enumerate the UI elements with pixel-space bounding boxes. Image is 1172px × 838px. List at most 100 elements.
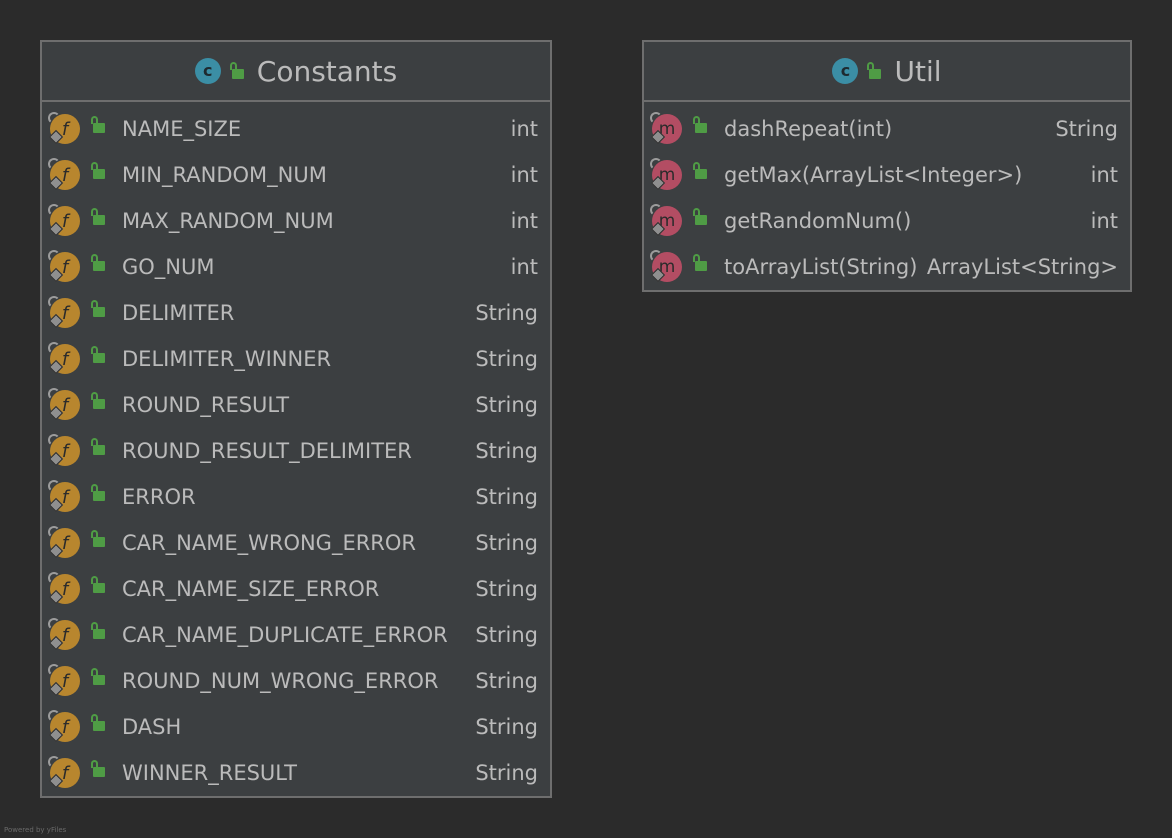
member-type: String (475, 531, 538, 555)
member-type: String (475, 485, 538, 509)
public-lock-icon (90, 300, 106, 318)
public-lock-icon (90, 438, 106, 456)
public-lock-icon (90, 254, 106, 272)
member-name: getRandomNum() (724, 209, 912, 233)
member-name: MIN_RANDOM_NUM (122, 163, 327, 187)
method-m-icon: m (650, 158, 682, 191)
member-name: ROUND_RESULT_DELIMITER (122, 439, 412, 463)
field-f-icon: f (48, 480, 80, 513)
field-f-icon: f (48, 204, 80, 237)
field-f-icon: f (48, 618, 80, 651)
public-lock-icon (90, 668, 106, 686)
member-name: dashRepeat(int) (724, 117, 893, 141)
member-name: WINNER_RESULT (122, 761, 297, 785)
public-lock-icon (90, 208, 106, 226)
class-c-icon: c (832, 58, 859, 84)
member-name: toArrayList(String) (724, 255, 918, 279)
public-lock-icon (692, 162, 708, 180)
member-type: String (475, 623, 538, 647)
member-name: DASH (122, 715, 182, 739)
member-name: CAR_NAME_WRONG_ERROR (122, 531, 417, 555)
member-name: CAR_NAME_SIZE_ERROR (122, 577, 380, 601)
class-header: c Util (644, 42, 1130, 102)
public-lock-icon (90, 484, 106, 502)
member-type: int (1090, 209, 1118, 233)
public-lock-icon (90, 576, 106, 594)
method-m-icon: m (650, 204, 682, 237)
field-f-icon: f (48, 526, 80, 559)
public-lock-icon (692, 208, 708, 226)
public-lock-icon (90, 760, 106, 778)
member-name: ERROR (122, 485, 196, 509)
member-type: String (475, 669, 538, 693)
member-row[interactable]: f ERROR String (42, 474, 550, 520)
public-lock-icon (866, 62, 882, 80)
member-name: DELIMITER_WINNER (122, 347, 332, 371)
member-row[interactable]: m getMax(ArrayList<Integer>) int (644, 152, 1130, 198)
member-type: int (510, 209, 538, 233)
member-row[interactable]: f GO_NUM int (42, 244, 550, 290)
member-row[interactable]: f NAME_SIZE int (42, 106, 550, 152)
public-lock-icon (692, 254, 708, 272)
member-row[interactable]: f CAR_NAME_WRONG_ERROR String (42, 520, 550, 566)
field-f-icon: f (48, 664, 80, 697)
member-row[interactable]: f ROUND_NUM_WRONG_ERROR String (42, 658, 550, 704)
method-m-icon: m (650, 112, 682, 145)
member-name: NAME_SIZE (122, 117, 242, 141)
field-f-icon: f (48, 158, 80, 191)
member-row[interactable]: f ROUND_RESULT_DELIMITER String (42, 428, 550, 474)
member-row[interactable]: f MAX_RANDOM_NUM int (42, 198, 550, 244)
member-type: String (475, 761, 538, 785)
field-f-icon: f (48, 572, 80, 605)
field-f-icon: f (48, 388, 80, 421)
member-type: int (510, 117, 538, 141)
member-type: int (1090, 163, 1118, 187)
member-row[interactable]: f MIN_RANDOM_NUM int (42, 152, 550, 198)
public-lock-icon (90, 346, 106, 364)
member-row[interactable]: m toArrayList(String) ArrayList<String> (644, 244, 1130, 290)
method-m-icon: m (650, 250, 682, 283)
field-f-icon: f (48, 710, 80, 743)
footer-powered-by: Powered by yFiles (4, 826, 67, 834)
member-name: ROUND_RESULT (122, 393, 290, 417)
member-type: int (510, 163, 538, 187)
public-lock-icon (90, 530, 106, 548)
member-name: getMax(ArrayList<Integer>) (724, 163, 1023, 187)
member-name: MAX_RANDOM_NUM (122, 209, 334, 233)
member-type: String (475, 347, 538, 371)
public-lock-icon (90, 392, 106, 410)
member-type: String (475, 393, 538, 417)
public-lock-icon (90, 162, 106, 180)
class-c-icon: c (194, 58, 221, 84)
member-name: DELIMITER (122, 301, 235, 325)
field-f-icon: f (48, 250, 80, 283)
field-f-icon: f (48, 434, 80, 467)
public-lock-icon (90, 116, 106, 134)
public-lock-icon (229, 62, 245, 80)
member-type: ArrayList<String> (926, 255, 1118, 279)
member-name: ROUND_NUM_WRONG_ERROR (122, 669, 439, 693)
class-header: c Constants (42, 42, 550, 102)
public-lock-icon (90, 622, 106, 640)
field-f-icon: f (48, 756, 80, 789)
member-row[interactable]: f DASH String (42, 704, 550, 750)
field-f-icon: f (48, 112, 80, 145)
public-lock-icon (692, 116, 708, 134)
member-type: String (475, 439, 538, 463)
member-name: GO_NUM (122, 255, 215, 279)
member-type: int (510, 255, 538, 279)
member-type: String (475, 715, 538, 739)
member-row[interactable]: f ROUND_RESULT String (42, 382, 550, 428)
member-row[interactable]: f WINNER_RESULT String (42, 750, 550, 796)
member-row[interactable]: m getRandomNum() int (644, 198, 1130, 244)
